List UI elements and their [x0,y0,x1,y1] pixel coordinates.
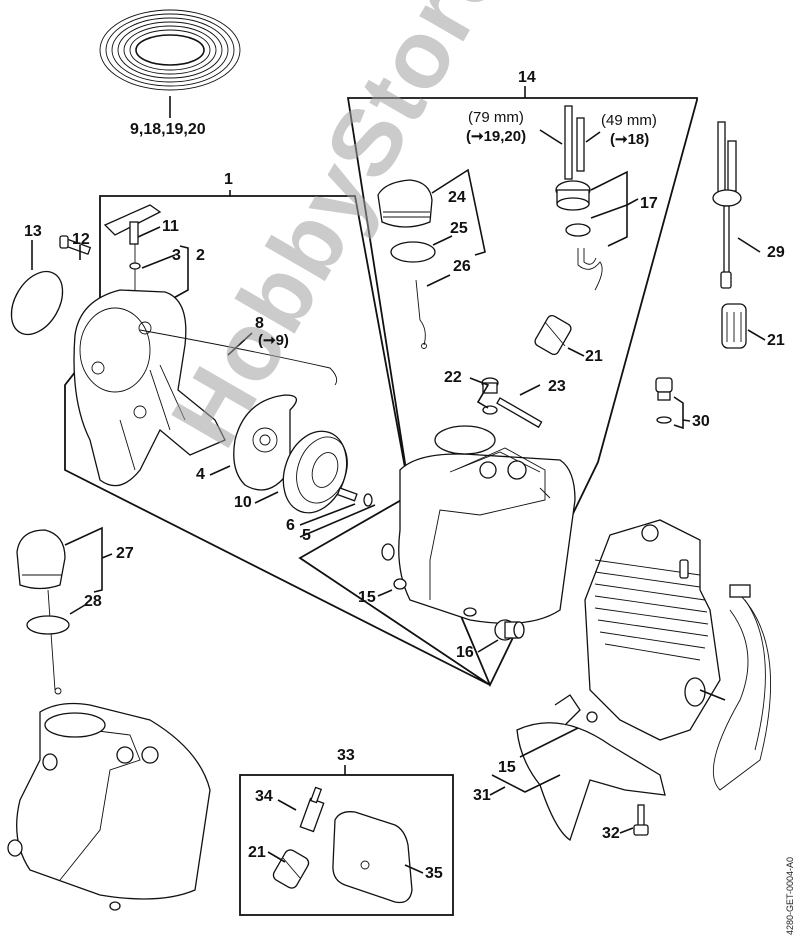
label-31: 31 [473,787,491,804]
label-10: 10 [234,494,252,511]
label-hose-79mm-ref: (➞19,20) [466,128,527,145]
label-23: 23 [548,378,566,395]
label-8-ref: (➞9) [258,332,289,349]
hose-49mm [576,117,585,172]
label-27: 27 [116,545,134,562]
group-33-outline [239,774,454,916]
o-ring-25 [390,241,436,263]
engine [584,519,772,791]
label-21-right: 21 [767,332,785,349]
air-filter-35 [332,811,413,904]
label-28: 28 [84,593,102,610]
label-hose-49mm-length: (49 mm) [601,112,657,129]
o-ring-28 [26,615,70,635]
fuel-pickup-21a [534,314,572,356]
cover-plate-13 [10,270,64,336]
label-9-18-19-20: 9,18,19,20 [130,121,206,138]
sleeve-16 [494,619,525,641]
label-21-tank: 21 [585,348,603,365]
strap-26 [415,279,426,346]
label-34: 34 [255,788,273,805]
fuel-line-set-17 [555,180,603,291]
hose-23 [496,397,543,429]
label-30: 30 [692,413,710,430]
rewind-spring [99,9,241,118]
valve-30 [655,377,673,424]
label-25: 25 [450,220,468,237]
spring-cover-4 [233,394,297,491]
rope-rotor-10 [282,430,348,514]
starter-grip-11 [103,204,162,236]
label-26: 26 [453,258,471,275]
label-32: 32 [602,825,620,842]
sleeve-15 [393,578,407,590]
starter-housing-2 [73,289,226,487]
fuel-pickup-21b [721,303,747,349]
hose-79mm [564,105,573,180]
label-13: 13 [24,223,42,240]
label-hose-49mm-ref: (➞18) [610,131,650,148]
label-hose-79mm-length: (79 mm) [468,109,524,126]
label-29: 29 [767,244,785,261]
spark-plug-34 [299,786,325,833]
label-17: 17 [640,195,658,212]
fuel-line-set-29 [712,121,742,289]
label-6: 6 [286,517,295,534]
label-24: 24 [448,189,466,206]
fuel-tank-14 [381,425,576,624]
washer-5 [363,493,373,507]
fuel-pickup-21c [272,849,310,889]
label-11: 11 [162,218,179,235]
label-33: 33 [337,747,355,764]
label-3: 3 [172,247,181,264]
label-14: 14 [518,69,536,86]
label-21-kit: 21 [248,844,266,861]
label-4: 4 [196,466,205,483]
oil-tank [7,702,211,911]
pawl-6 [336,487,358,502]
screw-32 [633,804,649,836]
label-1: 1 [224,171,233,188]
label-16: 16 [456,644,474,661]
document-id: 4280-GET-0004-A0 [785,856,795,935]
oil-filler-cap-27 [16,529,66,695]
starter-rope-8 [139,329,338,386]
label-15-tank: 15 [358,589,376,606]
label-12: 12 [72,231,90,248]
label-35: 35 [425,865,443,882]
label-15-guard: 15 [498,759,516,776]
label-5: 5 [302,527,311,544]
filler-cap-24 [377,179,433,228]
label-2: 2 [196,247,205,264]
guard-31 [516,694,666,842]
label-22: 22 [444,369,462,386]
label-8: 8 [255,315,264,332]
